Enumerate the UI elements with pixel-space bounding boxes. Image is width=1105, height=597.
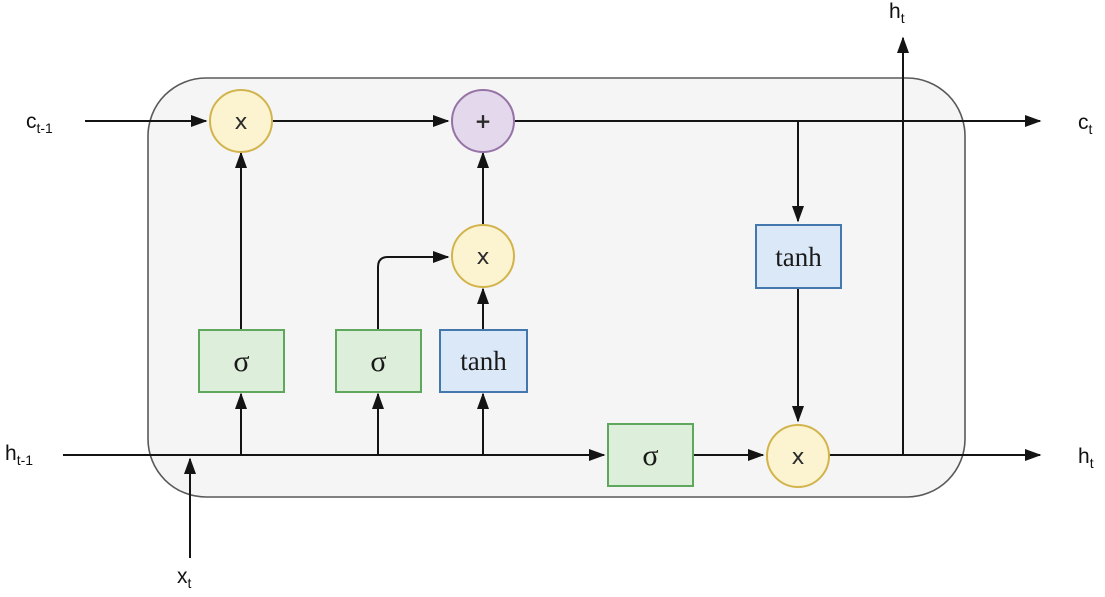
cout-base: c [1078, 111, 1089, 134]
hout-right-label: ht [1078, 445, 1094, 471]
xin-sub: t [188, 575, 192, 591]
edges [63, 36, 1042, 558]
input-sigmoid-box [335, 329, 422, 393]
cout-label: ct [1078, 111, 1093, 137]
cprev-sub: t-1 [37, 120, 54, 136]
hout-top-base: h [889, 0, 901, 23]
input-multiply-node [451, 224, 515, 288]
cell-add-label: + [475, 109, 492, 133]
forget-sigmoid-label: σ [233, 345, 249, 378]
hprev-label: ht-1 [5, 442, 33, 468]
output-sigmoid-box [607, 423, 694, 487]
forget-sigmoid-box [198, 329, 285, 393]
candidate-tanh-box [439, 329, 528, 393]
output-sigmoid-label: σ [642, 439, 658, 472]
xin-label: xt [177, 565, 192, 591]
cprev-label: ct-1 [26, 110, 53, 136]
cout-sub: t [1089, 121, 1093, 137]
hprev-sub: t-1 [17, 452, 34, 468]
candidate-tanh-label: tanh [460, 346, 507, 376]
edge-input-sigmoid-to-input-multiply [377, 251, 450, 330]
input-sigmoid-label: σ [370, 345, 386, 378]
output-multiply-label: x [791, 445, 804, 470]
cell-container [147, 77, 966, 498]
output-multiply-node [766, 424, 830, 488]
input-multiply-label: x [476, 245, 489, 270]
hprev-base: h [5, 442, 17, 465]
output-tanh-box [755, 224, 842, 289]
forget-multiply-node [209, 89, 273, 153]
cprev-base: c [26, 110, 37, 133]
xin-base: x [177, 565, 188, 588]
hout-right-base: h [1078, 445, 1090, 468]
forget-multiply-label: x [234, 110, 247, 135]
hout-top-sub: t [901, 10, 905, 26]
cell-add-node [451, 89, 515, 153]
output-tanh-label: tanh [775, 242, 822, 272]
hout-top-label: ht [889, 0, 905, 26]
hout-right-sub: t [1090, 455, 1094, 471]
